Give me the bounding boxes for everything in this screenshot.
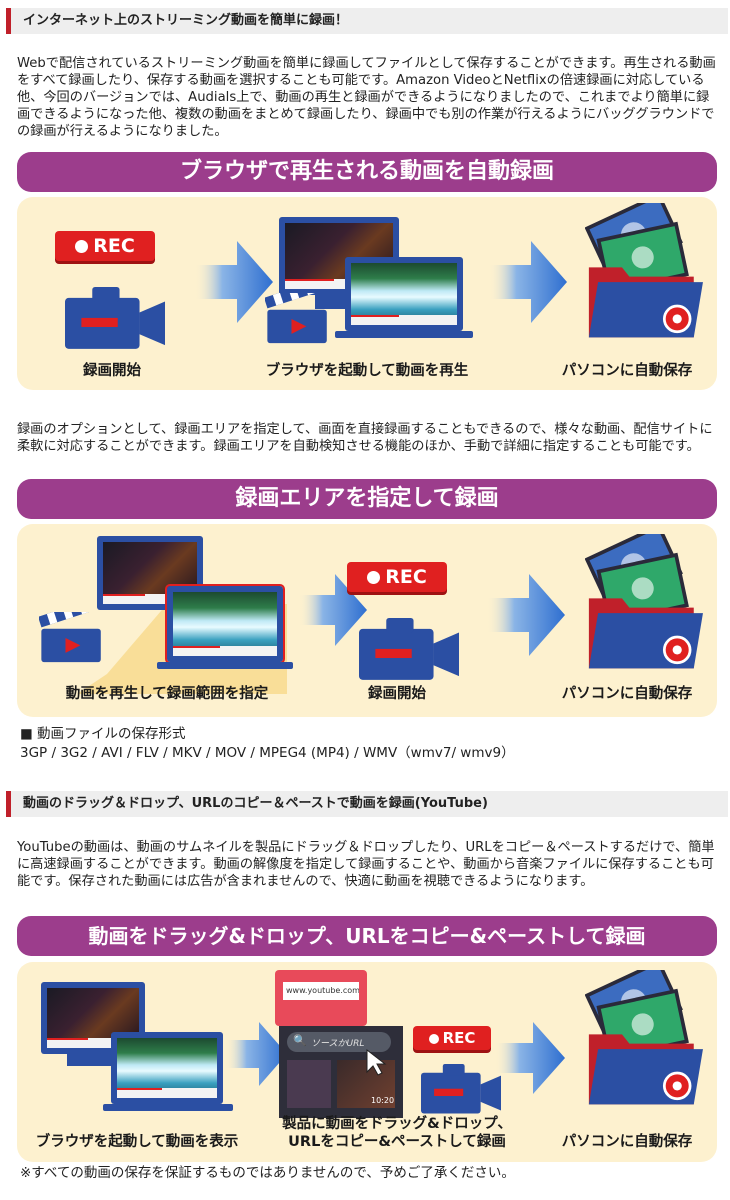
caption-auto-save: パソコンに自動保存 — [561, 686, 693, 702]
disclaimer-note: ※すべての動画の保存を保証するものではありませんので、予めご了承ください。 — [20, 1165, 515, 1181]
video-thumb — [287, 1060, 331, 1108]
cursor-icon — [366, 1048, 387, 1076]
waterfall-video-thumbnail — [117, 1038, 217, 1098]
caption-select-area: 動画を再生して録画範囲を指定 — [65, 686, 269, 702]
audials-app-window: 🔍 ソースかURL 10:20 — [279, 1026, 403, 1118]
section3-paragraph: YouTubeの動画は、動画のサムネイルを製品にドラッグ＆ドロップしたり、URL… — [17, 840, 715, 889]
record-dot-icon — [428, 1034, 439, 1044]
rec-badge: REC — [347, 562, 447, 592]
laptop-screen — [111, 1032, 223, 1104]
caption-record-start: 録画開始 — [83, 363, 141, 379]
formats-list: 3GP / 3G2 / AVI / FLV / MKV / MOV / MPEG… — [20, 745, 515, 761]
arrow-right-icon — [495, 1022, 565, 1094]
section1-diagram-panel: REC 録画開始 ブラウザを起動して動画を再生 パソコンに自動保存 — [17, 197, 717, 390]
caption-record-start: 録画開始 — [368, 686, 426, 702]
laptop-screen — [345, 257, 463, 331]
caption-drag-line2: URLをコピー&ペーストして録画 — [288, 1134, 506, 1150]
laptop-screen-selected — [165, 584, 285, 664]
video-duration: 10:20 — [371, 1096, 395, 1105]
arrow-right-icon — [299, 574, 367, 646]
video-folder-icon — [585, 203, 705, 339]
clapperboard-icon — [265, 293, 327, 344]
section1-heading: インターネット上のストリーミング動画を簡単に録画！ — [6, 8, 728, 34]
section2-diagram-panel: REC 動画を再生して録画範囲を指定 録画開始 パソコンに自動保存 — [17, 524, 717, 717]
video-folder-icon — [585, 970, 705, 1106]
caption-browser-play: ブラウザを起動して動画を再生 — [265, 363, 469, 379]
search-placeholder: ソースかURL — [311, 1039, 365, 1049]
video-folder-icon — [585, 534, 705, 670]
waterfall-video-thumbnail — [173, 592, 277, 656]
search-box[interactable]: 🔍 ソースかURL — [287, 1032, 391, 1052]
record-dot-icon — [75, 240, 89, 253]
url-callout: www.youtube.com/... — [275, 970, 367, 1026]
search-icon: 🔍 — [293, 1034, 307, 1047]
section1-paragraph: Webで配信されているストリーミング動画を簡単に録画してファイルとして保存するこ… — [17, 56, 716, 139]
rec-label: REC — [385, 566, 427, 588]
rec-badge: REC — [55, 231, 155, 261]
video-camera-icon — [421, 1064, 501, 1114]
section3-banner: 動画をドラッグ&ドロップ、URLをコピー&ペーストして録画 — [17, 916, 717, 956]
section1-banner: ブラウザで再生される動画を自動録画 — [17, 152, 717, 192]
caption-drag-line1: 製品に動画をドラッグ&ドロップ、 — [282, 1116, 512, 1132]
caption-auto-save: パソコンに自動保存 — [561, 1134, 693, 1150]
video-camera-icon — [359, 618, 459, 680]
caption-browser-show: ブラウザを起動して動画を表示 — [35, 1134, 239, 1150]
record-dot-icon — [367, 571, 381, 584]
waterfall-video-thumbnail — [351, 263, 457, 325]
section2-paragraph: 録画のオプションとして、録画エリアを指定して、画面を直接録画することもできるので… — [17, 422, 713, 454]
section3-diagram-panel: www.youtube.com/... 🔍 ソースかURL 10:20 REC … — [17, 962, 717, 1162]
arrow-right-icon — [225, 1022, 287, 1086]
rec-label: REC — [93, 235, 135, 257]
rec-label: REC — [442, 1029, 476, 1047]
browser-monitor-back — [279, 217, 399, 295]
section2-banner: 録画エリアを指定して録画 — [17, 479, 717, 519]
arrow-right-icon — [487, 574, 565, 656]
clapperboard-icon — [39, 612, 101, 663]
video-thumb — [337, 1060, 395, 1108]
caption-auto-save: パソコンに自動保存 — [561, 363, 693, 379]
arrow-right-icon — [489, 241, 567, 323]
video-camera-icon — [65, 287, 165, 349]
url-text: www.youtube.com/... — [283, 982, 359, 1000]
rec-badge: REC — [413, 1026, 491, 1050]
arrow-right-icon — [195, 241, 273, 323]
section3-heading: 動画のドラッグ＆ドロップ、URLのコピー＆ペーストで動画を録画(YouTube) — [6, 791, 728, 817]
formats-title: ■ 動画ファイルの保存形式 — [20, 726, 186, 742]
